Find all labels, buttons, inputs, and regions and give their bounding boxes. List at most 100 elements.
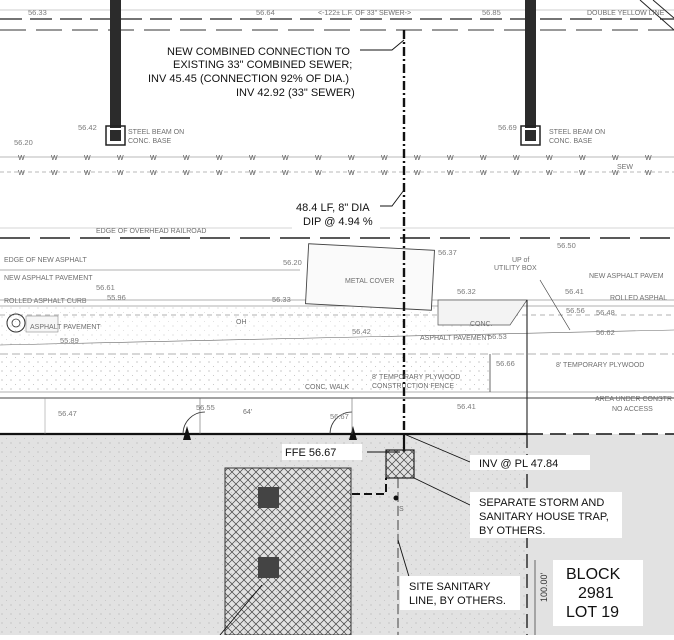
water-line-mark: W [51,170,58,177]
new-asphalt-right-note: NEW ASPHALT PAVEM [589,273,664,280]
elev-label: 55.89 [60,336,79,345]
connection-note: NEW COMBINED CONNECTION TO EXISTING 33" … [148,46,355,99]
elev-label: 56.66 [496,359,515,368]
elev-label: 56.33 [28,8,47,17]
elev-label: 56.41 [565,287,584,296]
street-corner [639,0,674,31]
fence-mid-note-2: CONSTRUCTION FENCE [372,383,454,390]
water-line-mark: W [480,170,487,177]
elev-label: 55.96 [107,293,126,302]
pipe-note-2: DIP @ 4.94 % [303,216,373,228]
water-line-mark: W [447,155,454,162]
water-line-mark: W [513,155,520,162]
steel-beam-note-right-2: CONC. BASE [549,138,593,145]
house-trap-note-bg [470,492,622,538]
water-line-mark: W [579,155,586,162]
site-sanitary-bg [400,576,520,610]
water-line-mark: W [612,155,619,162]
tree-symbol [6,313,59,333]
water-line-mark: W [348,170,355,177]
water-line-mark: W [84,170,91,177]
double-yellow-note: DOUBLE YELLOW LINE [587,10,665,17]
column-1 [258,487,279,508]
elev-label: 56.41 [457,402,476,411]
steel-beam-right [525,0,536,128]
elev-label: 56.42 [352,327,371,336]
column-leader [219,584,263,636]
elev-label: 56.42 [78,123,97,132]
water-line-mark: W [183,155,190,162]
metal-cover [305,243,435,311]
water-line-mark: W [513,170,520,177]
elev-label: 56.62 [596,328,615,337]
rolled-asphalt-note: ROLLED ASPHALT CURB [4,298,87,305]
beam-base-right [520,125,541,146]
site-sanitary-note-1: SITE SANITARY [409,581,491,593]
house-trap-note-2: SANITARY HOUSE TRAP, [479,511,609,523]
water-line-mark: W [150,170,157,177]
steel-beam-note-left-2: CONC. BASE [128,138,172,145]
utility-box-note-1: UP of [512,257,529,264]
conc-note: CONC. [470,321,493,328]
elev-label: 56.64 [256,8,275,17]
connection-line-4: INV 42.92 (33" SEWER) [236,87,355,99]
house-trap-note-3: BY OTHERS. [479,525,545,537]
block-label: BLOCK [566,566,621,583]
oh-note: OH [236,319,247,326]
beam-base-left-fill [110,130,121,141]
beam-base-right-fill [525,130,536,141]
utility-box-note-2: UTILITY BOX [494,265,537,272]
inv-pl-label: INV @ PL 47.84 [479,458,558,470]
water-line-mark: W [216,170,223,177]
conc-walk-area [0,354,490,392]
water-line-mark: W [414,170,421,177]
fence-right-note: 8' TEMPORARY PLYWOOD [556,362,644,369]
block-label-bg [553,560,643,626]
elev-label: 56.33 [272,295,291,304]
block-number: 2981 [578,585,614,602]
water-line-mark: W [348,155,355,162]
elev-label: 56.55 [196,403,215,412]
asphalt-mid-note: ASPHALT PAVEMENT [420,335,491,342]
elev-label: 56.69 [498,123,517,132]
cleanout [393,495,399,501]
water-line-mark: W [612,170,619,177]
water-line-mark: W [480,155,487,162]
water-line-mark: W [249,170,256,177]
connection-line-1: NEW COMBINED CONNECTION TO [167,46,350,58]
entrance-markers [182,411,357,440]
water-line-mark: W [282,170,289,177]
steel-beam-note-left-1: STEEL BEAM ON [128,129,184,136]
ffe-bg [282,444,362,460]
elev-label: 56.85 [482,8,501,17]
site-sanitary-note-2: LINE, BY OTHERS. [409,595,506,607]
house-trap-note-1: SEPARATE STORM AND [479,497,604,509]
water-line-mark: W [645,155,652,162]
sewer-length-note: <-122± L.F. OF 33" SEWER-> [318,10,411,17]
elev-label: 56.50 [557,241,576,250]
railroad-note: EDGE OF OVERHEAD RAILROAD [96,228,206,235]
water-line-mark: W [579,170,586,177]
elev-label: 56.47 [58,409,77,418]
dim-100-label: 100.00' [539,572,549,602]
pipe-note-bg [292,200,380,230]
asphalt-edge-note: EDGE OF NEW ASPHALT [4,257,87,264]
area-under-note-1: AREA UNDER CONSTR [595,396,672,403]
water-line-upper [0,156,674,173]
metal-cover-note: METAL COVER [345,278,394,285]
elev-label: 56.61 [96,283,115,292]
water-line-mark: W [315,170,322,177]
water-line-mark: W [282,155,289,162]
elevation-labels: 56.33 56.64 56.85 56.42 56.20 56.69 56.5… [14,8,615,421]
connection-line-2: EXISTING 33" COMBINED SEWER; [173,59,352,71]
water-line-mark: W [84,155,91,162]
water-line-mark: W [381,170,388,177]
building-footprint [224,467,352,636]
water-line-mark: W [18,170,25,177]
sew-note: SEW [617,164,633,171]
beam-base-left [105,125,126,146]
elev-label: 56.20 [14,138,33,147]
leaders [360,39,471,581]
